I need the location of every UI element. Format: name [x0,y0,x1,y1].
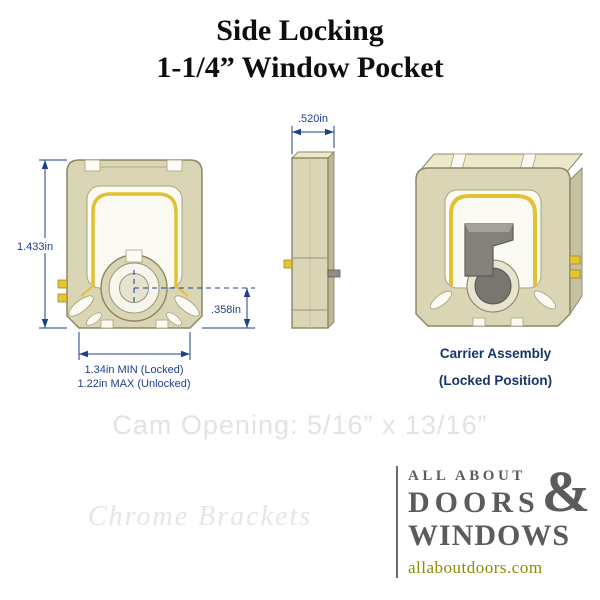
logo-all-about-doors: ALL ABOUT DOORS & WINDOWS allaboutdoors.… [396,459,591,578]
front-dimension-offset: .358in [133,270,255,329]
perspective-view-drawing [415,153,584,327]
front-gasket [91,192,178,286]
front-slot-left [68,295,94,317]
page-title: Side Locking 1-1/4” Window Pocket [0,12,600,86]
title-line1: Side Locking [216,14,384,47]
side-pin [283,259,293,269]
front-pin-top [57,279,68,289]
front-slot-right [174,295,200,317]
front-dimension-height: 1.433in [15,159,67,329]
side-view-drawing: .520in [283,113,341,330]
locked-position-label: (Locked Position) [438,373,553,388]
logo-all-about-text: ALL ABOUT [408,468,526,484]
front-gasket-flares [80,285,189,297]
front-foot-notch-right [155,319,169,329]
side-dimension-width: .520in [291,113,335,154]
front-body-group [57,159,203,329]
side-cam-tab [327,269,341,278]
persp-foot-notch-right [510,317,524,327]
persp-slot-right [533,290,557,310]
logo-text-block: ALL ABOUT DOORS & WINDOWS allaboutdoors.… [408,459,591,578]
dim-offset-label: .358in [211,304,241,316]
dim-max-label: 1.22in MAX (Unlocked) [77,378,190,390]
title-line2: 1-1/4” Window Pocket [156,51,444,84]
front-pin-bottom [57,293,68,303]
watermark-chrome-brackets: Chrome Brackets [88,501,313,532]
logo-column: ALL ABOUT DOORS [408,466,540,519]
front-keyway [125,249,143,263]
logo-top-row: ALL ABOUT DOORS & [408,459,591,524]
front-dimension-width: 1.34in MIN (Locked) 1.22in MAX (Unlocked… [77,332,191,390]
front-slot-right-small [166,312,182,326]
dim-text-mask [15,238,57,253]
watermark-cam-opening: Cam Opening: 5/16” x 13/16” [112,410,488,440]
front-view-drawing: 1.433in .358in 1.34in MIN (Locked) 1.22i… [15,159,255,390]
dim-height-label: 1.433in [17,241,53,253]
persp-gasket [449,194,537,286]
logo-windows-text: WINDOWS [408,519,571,552]
persp-pin-bottom [569,269,581,279]
front-slot-left-small [86,312,102,326]
perspective-body-group [415,153,584,327]
front-top-notch-left [84,159,101,172]
logo-doors-text: DOORS [408,486,540,519]
side-top-face [290,151,336,159]
carrier-assembly-label: Carrier Assembly [439,346,552,361]
front-foot-notch-left [100,319,114,329]
logo-divider [396,466,398,578]
dim-width-label: .520in [298,113,328,125]
logo-website-link[interactable]: allaboutdoors.com [408,558,543,577]
carrier-assembly-labels: Carrier Assembly (Locked Position) [398,346,593,388]
dim-min-label: 1.34in MIN (Locked) [84,364,183,376]
front-top-notch-right [166,159,183,172]
persp-slot-left [429,290,453,310]
persp-pin-top [569,255,581,265]
side-right-face [327,150,335,330]
persp-right-face [569,166,583,316]
persp-foot-notch-left [472,317,486,327]
side-body-group [283,150,341,330]
persp-carrier-highlight [465,224,513,232]
logo-ampersand: & [541,459,591,524]
